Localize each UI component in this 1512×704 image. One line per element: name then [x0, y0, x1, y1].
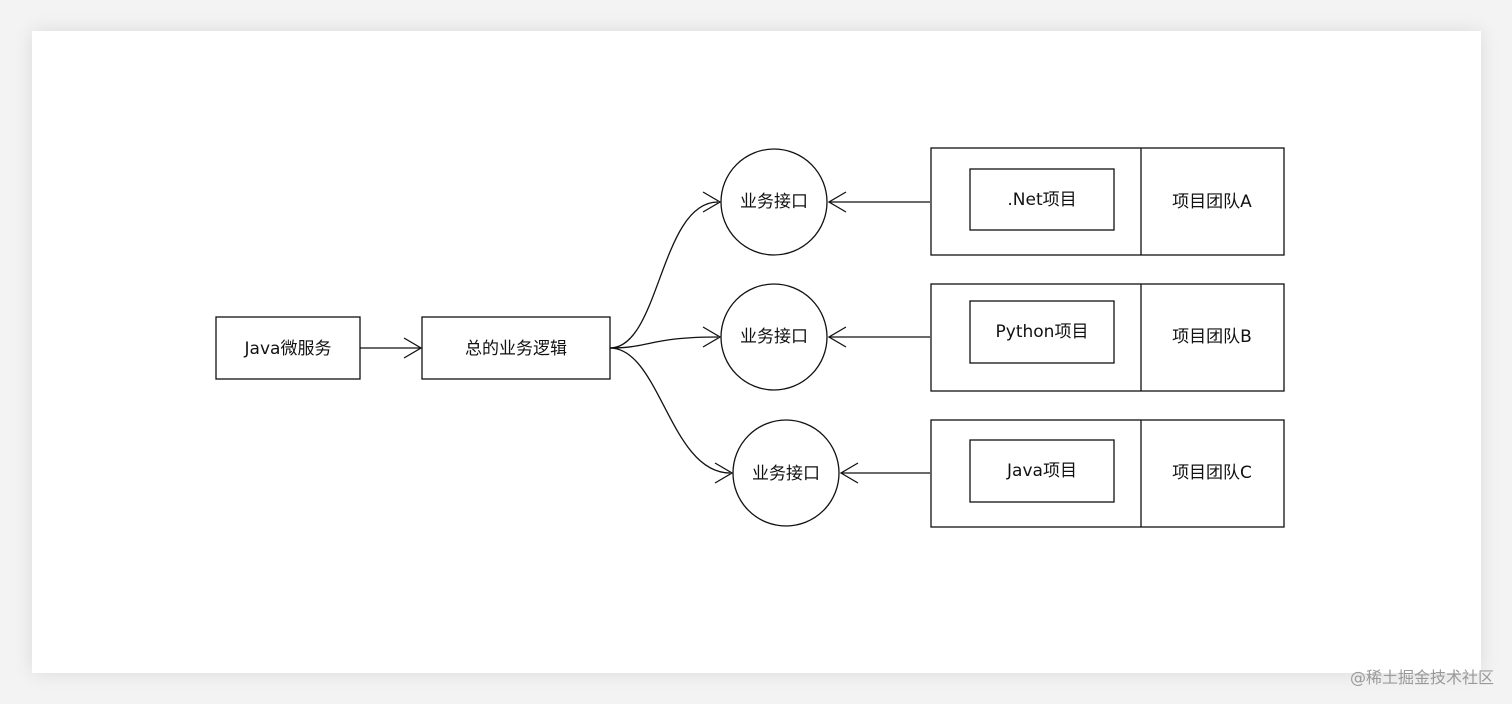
project-label-a: .Net项目 — [1007, 190, 1076, 210]
arrowhead-interface-3 — [714, 462, 734, 484]
team-a-group[interactable] — [930, 147, 1285, 256]
arrowhead-source-to-logic — [403, 337, 423, 359]
team-c-group[interactable] — [930, 419, 1285, 528]
project-label-c: Java项目 — [1006, 461, 1077, 481]
arrowhead-team-c — [839, 462, 859, 484]
logic-node-label: 总的业务逻辑 — [465, 339, 567, 359]
team-label-a: 项目团队A — [1172, 192, 1252, 212]
interface-label-2: 业务接口 — [740, 327, 808, 347]
project-b-box[interactable] — [969, 300, 1115, 364]
edge-logic-to-interface-3 — [609, 347, 731, 474]
arrowhead-interface-2 — [702, 326, 722, 348]
team-label-c: 项目团队C — [1172, 463, 1252, 483]
arrowhead-team-b — [827, 326, 847, 348]
arrowhead-team-a — [827, 191, 847, 213]
interface-label-3: 业务接口 — [752, 464, 820, 484]
interface-node-1[interactable] — [720, 148, 828, 256]
interface-label-1: 业务接口 — [740, 192, 808, 212]
diagram-card — [32, 31, 1481, 673]
edge-logic-to-interface-2 — [609, 336, 719, 349]
project-a-box[interactable] — [969, 168, 1115, 231]
team-b-group[interactable] — [930, 283, 1285, 392]
project-c-box[interactable] — [969, 439, 1115, 503]
source-node-label: Java微服务 — [244, 339, 332, 359]
interface-node-3[interactable] — [732, 419, 840, 527]
project-label-b: Python项目 — [996, 322, 1089, 342]
watermark: @稀土掘金技术社区 — [1349, 668, 1494, 687]
arrowhead-interface-1 — [702, 191, 722, 213]
edge-logic-to-interface-1 — [609, 201, 719, 349]
team-label-b: 项目团队B — [1172, 327, 1252, 347]
interface-node-2[interactable] — [720, 283, 828, 391]
